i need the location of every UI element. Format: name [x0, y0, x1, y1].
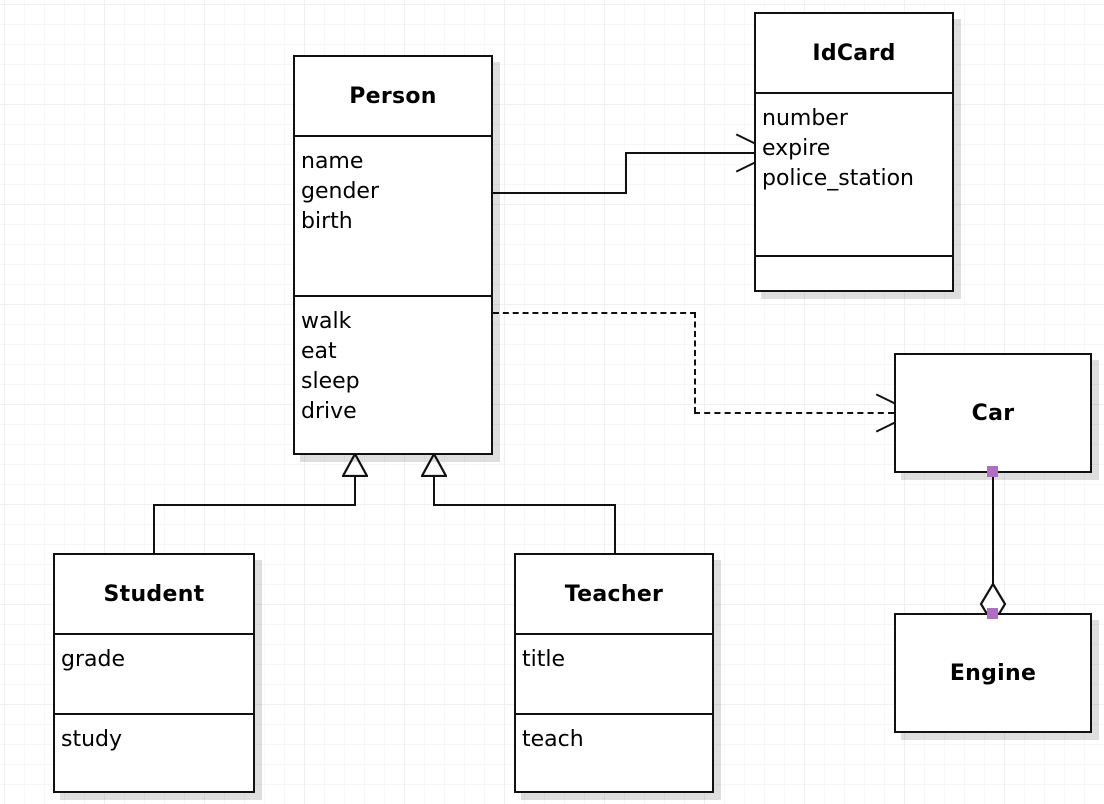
- uml-class-student[interactable]: Student grade study: [53, 553, 255, 793]
- edge-teacher-person-seg1[interactable]: [433, 474, 435, 506]
- edge-person-car-seg3[interactable]: [694, 412, 894, 414]
- class-title-person: Person: [349, 83, 437, 109]
- method-item: teach: [522, 727, 584, 752]
- uml-class-idcard[interactable]: IdCard number expire police_station: [754, 12, 954, 292]
- class-title-car: Car: [971, 400, 1015, 426]
- edge-person-idcard-seg2[interactable]: [625, 152, 627, 194]
- class-methods-idcard: [756, 255, 952, 290]
- class-title-teacher: Teacher: [564, 581, 664, 607]
- class-title-engine: Engine: [949, 660, 1037, 686]
- edge-teacher-person-seg2[interactable]: [433, 504, 616, 506]
- uml-class-engine[interactable]: Engine: [894, 613, 1092, 733]
- attribute-item: birth: [301, 209, 353, 234]
- hollow-triangle-icon-teacher: [421, 453, 447, 477]
- attribute-item: police_station: [762, 166, 914, 191]
- uml-class-car[interactable]: Car: [894, 353, 1092, 473]
- edge-student-person-seg1[interactable]: [354, 474, 356, 506]
- hollow-triangle-icon-student: [342, 453, 368, 477]
- edge-person-idcard-seg1[interactable]: [491, 192, 627, 194]
- class-title-idcard: IdCard: [812, 40, 896, 66]
- edge-person-idcard-seg3[interactable]: [625, 152, 754, 154]
- connection-handle-engine[interactable]: [987, 608, 998, 619]
- method-item: eat: [301, 339, 337, 364]
- attribute-item: name: [301, 149, 364, 174]
- edge-person-car-seg2[interactable]: [694, 312, 696, 413]
- edge-student-person-seg2[interactable]: [153, 504, 356, 506]
- class-methods-person: walk eat sleep drive: [295, 295, 491, 453]
- attribute-item: expire: [762, 136, 831, 161]
- edge-student-person-seg3[interactable]: [153, 504, 155, 555]
- class-attributes-person: name gender birth: [295, 135, 491, 295]
- method-item: drive: [301, 399, 357, 424]
- connection-handle-car[interactable]: [987, 466, 998, 477]
- class-attributes-student: grade: [55, 633, 253, 713]
- class-attributes-teacher: title: [516, 633, 712, 713]
- attribute-item: number: [762, 106, 848, 131]
- class-attributes-idcard: number expire police_station: [756, 92, 952, 255]
- method-item: sleep: [301, 369, 360, 394]
- uml-class-teacher[interactable]: Teacher title teach: [514, 553, 714, 793]
- class-title-student: Student: [103, 581, 205, 607]
- method-item: study: [61, 727, 123, 752]
- edge-car-engine[interactable]: [992, 471, 994, 589]
- attribute-item: title: [522, 647, 566, 672]
- class-methods-student: study: [55, 713, 253, 793]
- edge-teacher-person-seg3[interactable]: [614, 504, 616, 555]
- uml-class-person[interactable]: Person name gender birth walk eat sleep …: [293, 55, 493, 455]
- edge-person-car-seg1[interactable]: [493, 312, 696, 314]
- attribute-item: gender: [301, 179, 379, 204]
- attribute-item: grade: [61, 647, 125, 672]
- method-item: walk: [301, 309, 352, 334]
- class-methods-teacher: teach: [516, 713, 712, 793]
